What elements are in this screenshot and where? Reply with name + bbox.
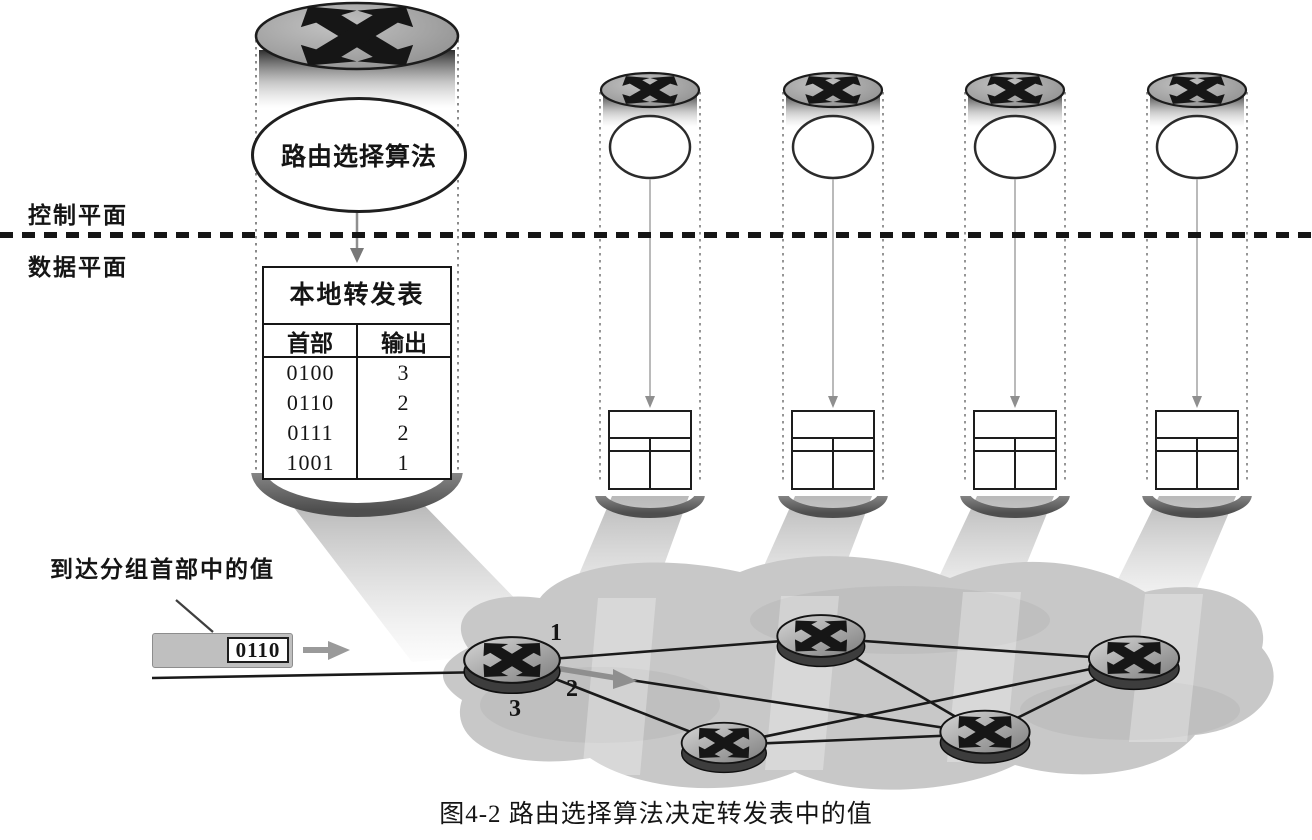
- forwarding-table-title: 本地转发表: [264, 268, 450, 325]
- peer-algorithm-ellipse: [1155, 114, 1239, 180]
- mini-forwarding-table: [973, 410, 1057, 490]
- down-arrowhead-icon: [828, 396, 838, 408]
- cloud-router-bottom-left-icon: [682, 723, 767, 773]
- forwarding-table-header: 首部 输出: [264, 325, 450, 358]
- output-cell: 2: [397, 390, 410, 415]
- forwarding-table: 本地转发表 首部 输出 0100 3 0110 2 0111 2 1001 1: [262, 266, 452, 480]
- column-header: 首部: [287, 330, 333, 356]
- column-divider: [355, 358, 359, 478]
- peer-router-4: [1142, 71, 1252, 518]
- mini-forwarding-table: [791, 410, 875, 490]
- peer-router-2: [778, 71, 888, 518]
- algorithm-to-table-arrow-icon: [350, 208, 364, 263]
- peer-router-1: [595, 71, 705, 518]
- routing-algorithm-ellipse: 路由选择算法: [251, 97, 467, 213]
- cloud-router-right-icon: [1089, 636, 1179, 689]
- down-arrowhead-icon: [1010, 396, 1020, 408]
- header-cell: 0110: [286, 390, 335, 415]
- header-cell: 0100: [286, 360, 335, 385]
- peer-algorithm-ellipse: [973, 114, 1057, 180]
- table-row: 1001 1: [264, 448, 450, 478]
- output-cell: 1: [397, 450, 410, 475]
- label-pointer-line: [175, 599, 214, 633]
- cloud-router-bottom-right-icon: [940, 710, 1029, 763]
- data-plane-label: 数据平面: [28, 255, 128, 280]
- peer-algorithm-ellipse: [791, 114, 875, 180]
- port-label-2: 2: [566, 676, 578, 702]
- packet: 0110: [152, 633, 293, 668]
- output-cell: 2: [397, 420, 410, 445]
- cloud-router-top-icon: [777, 615, 864, 667]
- output-cell: 3: [397, 360, 410, 385]
- peer-router-3: [960, 71, 1070, 518]
- table-row: 0111 2: [264, 418, 450, 448]
- port-label-1: 1: [550, 620, 562, 646]
- mini-forwarding-table: [608, 410, 692, 490]
- packet-arrow-icon: [303, 641, 350, 660]
- column-output: 输出: [356, 325, 450, 356]
- port-label-3: 3: [509, 696, 521, 722]
- mini-forwarding-table: [1155, 410, 1239, 490]
- header-cell: 0111: [287, 420, 334, 445]
- table-row: 0100 3: [264, 358, 450, 388]
- header-cell: 1001: [286, 450, 335, 475]
- peer-algorithm-ellipse: [608, 114, 692, 180]
- plane-divider-dashed-line: [0, 232, 1312, 238]
- packet-wire: [151, 670, 491, 680]
- arriving-packet-label: 到达分组首部中的值: [50, 557, 275, 582]
- figure-caption: 图4-2 路由选择算法决定转发表中的值: [439, 801, 873, 828]
- down-arrowhead-icon: [1192, 396, 1202, 408]
- down-arrowhead-icon: [645, 396, 655, 408]
- peer-router-cylinders: [595, 71, 1252, 518]
- table-row: 0110 2: [264, 388, 450, 418]
- packet-header-value: 0110: [227, 637, 289, 663]
- routing-algorithm-label: 路由选择算法: [280, 144, 437, 171]
- control-plane-label: 控制平面: [28, 203, 128, 228]
- forwarding-table-body: 0100 3 0110 2 0111 2 1001 1: [264, 358, 450, 478]
